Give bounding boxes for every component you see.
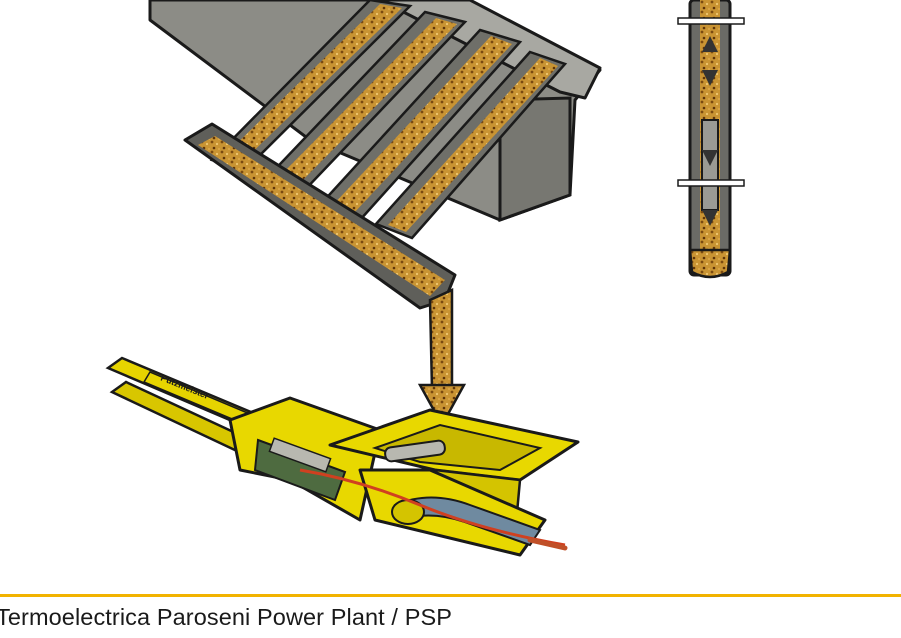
pipe-arrow-down-1 [702,70,718,86]
piston-pump: Putzmeister [105,356,580,557]
pipe-arrow-down-2 [702,150,718,166]
material-flow-line [299,468,566,547]
conveyor-side-block [498,96,572,223]
drill-bit [688,248,732,279]
trough-2-material [273,18,457,190]
caption-divider-line [0,594,901,597]
downspout-chute [428,288,454,392]
piston-rod [268,437,332,473]
conveyor-system [148,0,602,428]
pipe-arrow-down-3 [702,210,718,226]
flow-arrow [417,383,467,428]
plant-illustration: Putzmeister [105,0,745,557]
pipe-break-top [677,17,745,25]
trough-3-material [332,36,512,214]
trough-4-material [388,58,558,232]
pipe-break-bottom [677,179,745,187]
pipe-arrow-up [702,36,718,52]
vertical-pipe [677,0,745,279]
trough-1-material [222,4,402,164]
swing-cylinder [384,439,446,463]
slide-caption: Termoelectrica Paroseni Power Plant / PS… [0,604,453,630]
collecting-trough-material [198,136,445,296]
delivery-pipe [527,537,568,551]
